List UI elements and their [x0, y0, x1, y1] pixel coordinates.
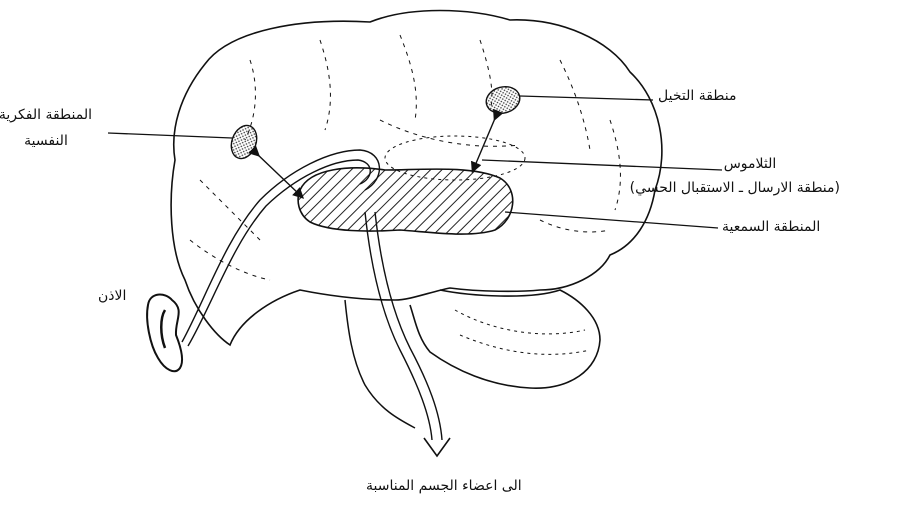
auditory-area [298, 168, 513, 234]
thinking-area [227, 122, 261, 162]
brainstem-outline [345, 300, 415, 428]
motor-pathway [365, 212, 432, 440]
label-auditory-area: المنطقة السمعية [722, 219, 820, 235]
label-thinking-area: المنطقة الفكرية النفسية [0, 102, 92, 154]
label-imagination-area: منطقة التخيل [658, 88, 737, 104]
label-ear: الاذن [98, 288, 126, 304]
leader-imagination [520, 96, 653, 100]
label-body-organs: الى اعضاء الجسم المناسبة [366, 478, 522, 494]
label-thalamus-line2: (منطقة الارسال ـ الاستقبال الحسي) [660, 176, 840, 200]
leader-auditory [505, 212, 718, 228]
label-thinking-line1: المنطقة الفكرية [0, 102, 92, 128]
label-thalamus-line1: الثلاموس [660, 152, 840, 176]
imagination-area [483, 83, 523, 117]
cerebellum-fold [455, 310, 585, 334]
down-arrow-icon [424, 438, 450, 456]
cerebellum-outline [410, 290, 600, 388]
sulci-marks [190, 35, 620, 280]
motor-pathway-inner [375, 212, 442, 440]
label-thalamus: الثلاموس (منطقة الارسال ـ الاستقبال الحس… [660, 152, 840, 200]
label-thinking-line2: النفسية [0, 128, 92, 154]
ear-inner [161, 310, 165, 348]
arrow-thinking-auditory [256, 153, 300, 195]
ear-shape [147, 295, 182, 372]
cerebellum-fold-2 [460, 335, 590, 354]
leader-thinking [108, 133, 232, 138]
